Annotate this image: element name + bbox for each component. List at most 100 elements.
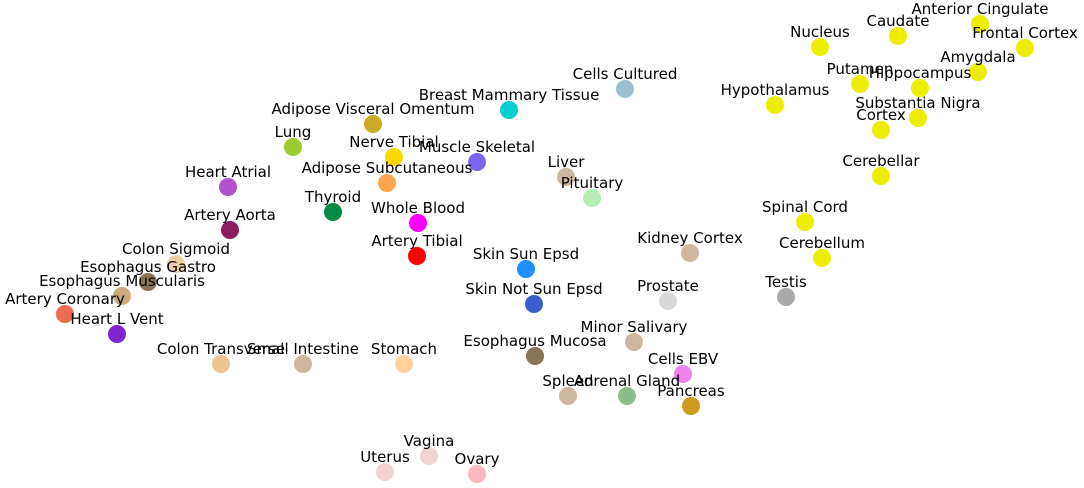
point-adipose-subcutaneous xyxy=(378,174,396,192)
label-vagina: Vagina xyxy=(404,432,455,450)
point-artery-aorta xyxy=(221,221,239,239)
point-pancreas xyxy=(682,397,700,415)
point-breast-mammary-tissue xyxy=(500,101,518,119)
point-thyroid xyxy=(324,203,342,221)
point-minor-salivary xyxy=(625,333,643,351)
point-cerebellum xyxy=(813,249,831,267)
point-artery-tibial xyxy=(408,247,426,265)
label-skin-not-sun-epsd: Skin Not Sun Epsd xyxy=(465,280,602,298)
label-ovary: Ovary xyxy=(455,450,500,468)
label-kidney-cortex: Kidney Cortex xyxy=(637,229,743,247)
point-testis xyxy=(777,288,795,306)
point-colon-sigmoid xyxy=(167,255,185,273)
point-small-intestine xyxy=(294,355,312,373)
label-stomach: Stomach xyxy=(371,340,437,358)
label-caudate: Caudate xyxy=(867,12,930,30)
label-liver: Liver xyxy=(548,153,586,171)
point-adrenal-gland xyxy=(618,387,636,405)
point-putamen xyxy=(851,75,869,93)
label-substantia-nigra: Substantia Nigra xyxy=(855,94,980,112)
label-hippocampus: Hippocampus xyxy=(869,64,972,82)
label-cells-ebv: Cells EBV xyxy=(648,350,719,368)
label-esophagus-muscularis: Esophagus Muscularis xyxy=(39,272,205,290)
point-pituitary xyxy=(583,189,601,207)
point-hypothalamus xyxy=(766,96,784,114)
label-heart-l-vent: Heart L Vent xyxy=(70,310,163,328)
point-cells-ebv xyxy=(674,365,692,383)
label-spleen: Spleen xyxy=(542,372,593,390)
label-adipose-subcutaneous: Adipose Subcutaneous xyxy=(302,159,473,177)
point-cerebellar xyxy=(872,167,890,185)
point-adipose-visceral-omentum xyxy=(364,115,382,133)
label-minor-salivary: Minor Salivary xyxy=(581,318,688,336)
point-liver xyxy=(557,168,575,186)
label-pituitary: Pituitary xyxy=(561,174,624,192)
label-spinal-cord: Spinal Cord xyxy=(762,198,848,216)
point-muscle-skeletal xyxy=(468,153,486,171)
point-artery-coronary xyxy=(56,305,74,323)
label-cerebellum: Cerebellum xyxy=(779,234,865,252)
point-kidney-cortex xyxy=(681,244,699,262)
label-whole-blood: Whole Blood xyxy=(371,199,465,217)
label-lung: Lung xyxy=(275,123,312,141)
label-cells-cultured: Cells Cultured xyxy=(573,65,678,83)
label-nerve-tibial: Nerve Tibial xyxy=(349,133,438,151)
point-lung xyxy=(284,138,302,156)
point-esophagus-gastro xyxy=(139,273,157,291)
point-heart-atrial xyxy=(219,178,237,196)
label-testis: Testis xyxy=(764,273,807,291)
point-esophagus-muscularis xyxy=(113,287,131,305)
label-esophagus-mucosa: Esophagus Mucosa xyxy=(463,332,606,350)
label-skin-sun-epsd: Skin Sun Epsd xyxy=(473,245,579,263)
label-heart-atrial: Heart Atrial xyxy=(185,163,271,181)
label-amygdala: Amygdala xyxy=(940,48,1015,66)
point-uterus xyxy=(376,463,394,481)
point-skin-sun-epsd xyxy=(517,260,535,278)
point-heart-l-vent xyxy=(108,325,126,343)
label-artery-aorta: Artery Aorta xyxy=(184,206,276,224)
label-colon-sigmoid: Colon Sigmoid xyxy=(122,240,230,258)
point-whole-blood xyxy=(409,214,427,232)
point-cortex xyxy=(872,121,890,139)
label-prostate: Prostate xyxy=(637,277,699,295)
label-adrenal-gland: Adrenal Gland xyxy=(574,372,680,390)
point-substantia-nigra xyxy=(909,109,927,127)
label-pancreas: Pancreas xyxy=(657,382,725,400)
label-adipose-visceral-omentum: Adipose Visceral Omentum xyxy=(271,100,474,118)
label-esophagus-gastro: Esophagus Gastro xyxy=(80,258,216,276)
label-anterior-cingulate: Anterior Cingulate xyxy=(912,0,1049,18)
label-artery-coronary: Artery Coronary xyxy=(5,290,125,308)
point-nucleus xyxy=(811,38,829,56)
point-caudate xyxy=(889,27,907,45)
point-prostate xyxy=(659,292,677,310)
label-frontal-cortex: Frontal Cortex xyxy=(972,24,1078,42)
point-cells-cultured xyxy=(616,80,634,98)
label-cerebellar: Cerebellar xyxy=(842,152,920,170)
point-spleen xyxy=(559,387,577,405)
point-amygdala xyxy=(969,63,987,81)
label-artery-tibial: Artery Tibial xyxy=(371,232,462,250)
label-nucleus: Nucleus xyxy=(790,23,850,41)
label-thyroid: Thyroid xyxy=(304,188,361,206)
point-esophagus-mucosa xyxy=(526,347,544,365)
label-colon-transverse: Colon Transverse xyxy=(157,340,285,358)
label-small-intestine: Small Intestine xyxy=(247,340,359,358)
point-stomach xyxy=(395,355,413,373)
point-hippocampus xyxy=(911,79,929,97)
point-vagina xyxy=(420,447,438,465)
label-cortex: Cortex xyxy=(856,106,906,124)
point-frontal-cortex xyxy=(1016,39,1034,57)
point-ovary xyxy=(468,465,486,483)
label-muscle-skeletal: Muscle Skeletal xyxy=(419,138,535,156)
point-spinal-cord xyxy=(796,213,814,231)
point-skin-not-sun-epsd xyxy=(525,295,543,313)
label-hypothalamus: Hypothalamus xyxy=(721,81,830,99)
point-nerve-tibial xyxy=(385,148,403,166)
points-layer xyxy=(56,15,1034,483)
point-anterior-cingulate xyxy=(971,15,989,33)
label-putamen: Putamen xyxy=(827,60,894,78)
label-breast-mammary-tissue: Breast Mammary Tissue xyxy=(419,86,600,104)
